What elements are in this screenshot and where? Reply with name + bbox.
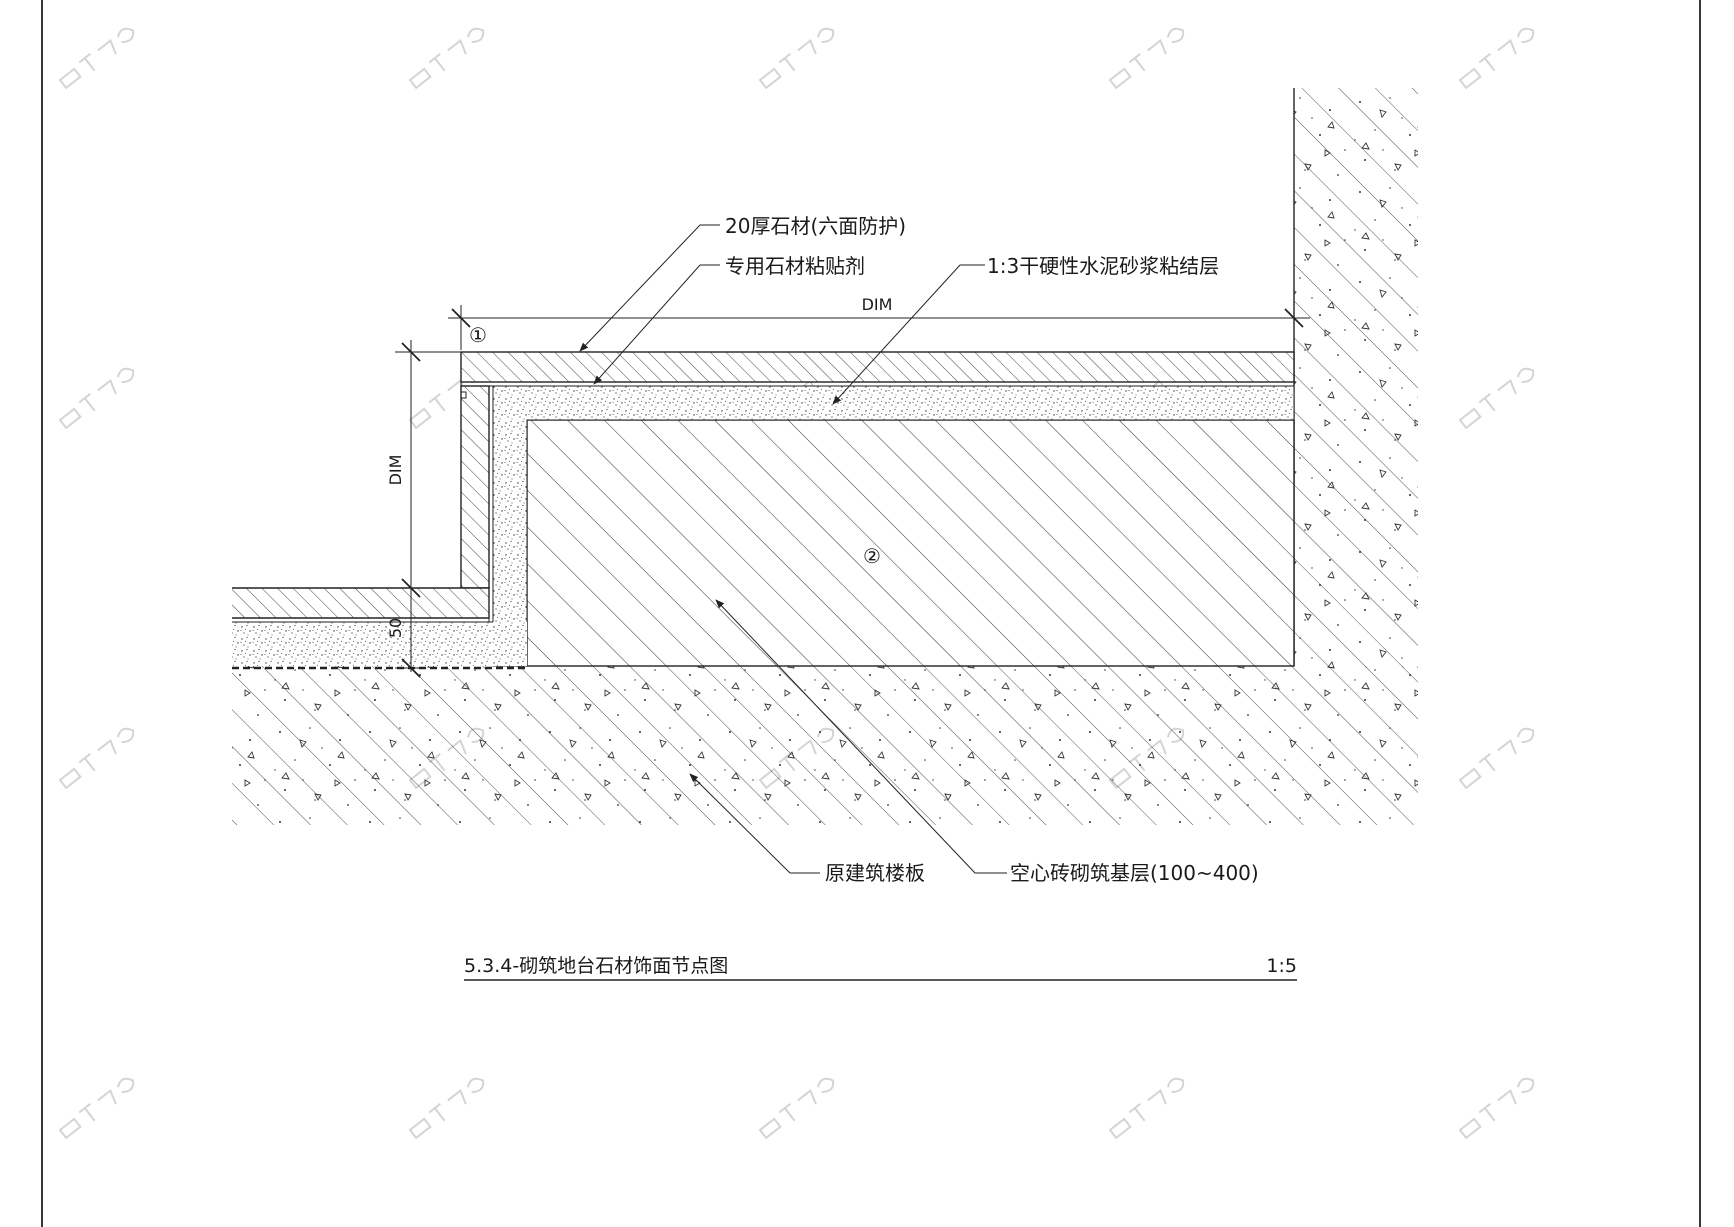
label-stone: 20厚石材(六面防护) — [725, 214, 906, 238]
label-adhesive: 专用石材粘贴剂 — [725, 254, 865, 278]
watermark-mark — [58, 727, 135, 790]
drawing-title: 5.3.4-砌筑地台石材饰面节点图 — [464, 955, 728, 977]
label-slab: 原建筑楼板 — [825, 861, 925, 885]
drawing-title-block: 5.3.4-砌筑地台石材饰面节点图 1:5 — [464, 955, 1297, 981]
dimension-small-label: 50 — [386, 618, 405, 638]
label-mortar: 1:3干硬性水泥砂浆粘结层 — [987, 254, 1219, 278]
label-brick: 空心砖砌筑基层(100~400) — [1010, 861, 1259, 885]
sheet-frame — [41, 0, 1701, 1227]
watermark-mark — [1458, 1077, 1535, 1140]
watermark-mark — [408, 367, 485, 430]
marker-two: ② — [863, 544, 881, 568]
watermark-mark — [758, 27, 835, 90]
marker-one: ① — [469, 323, 487, 347]
hollow-brick-base — [526, 419, 1295, 667]
dimension-side — [395, 340, 461, 678]
leader-lines — [579, 224, 1007, 874]
watermark-mark — [1108, 1077, 1185, 1140]
concrete-wall — [1293, 88, 1418, 668]
dimension-top-label: DIM — [862, 295, 893, 314]
drawing-scale: 1:5 — [1266, 955, 1297, 977]
watermark-mark — [1458, 367, 1535, 430]
existing-floor-slab — [232, 666, 1418, 825]
watermark-mark — [1458, 727, 1535, 790]
watermark-mark — [58, 367, 135, 430]
watermark-mark — [758, 1077, 835, 1140]
stone-cladding — [232, 351, 1295, 622]
dimension-top — [448, 305, 1310, 350]
watermark-mark — [58, 27, 135, 90]
watermark-mark — [408, 1077, 485, 1140]
watermark-mark — [1108, 27, 1185, 90]
watermark-mark — [58, 1077, 135, 1140]
dimension-side-label: DIM — [386, 455, 405, 486]
watermark-mark — [1458, 27, 1535, 90]
lower-floor-mortar — [232, 621, 527, 670]
watermark-mark — [408, 27, 485, 90]
